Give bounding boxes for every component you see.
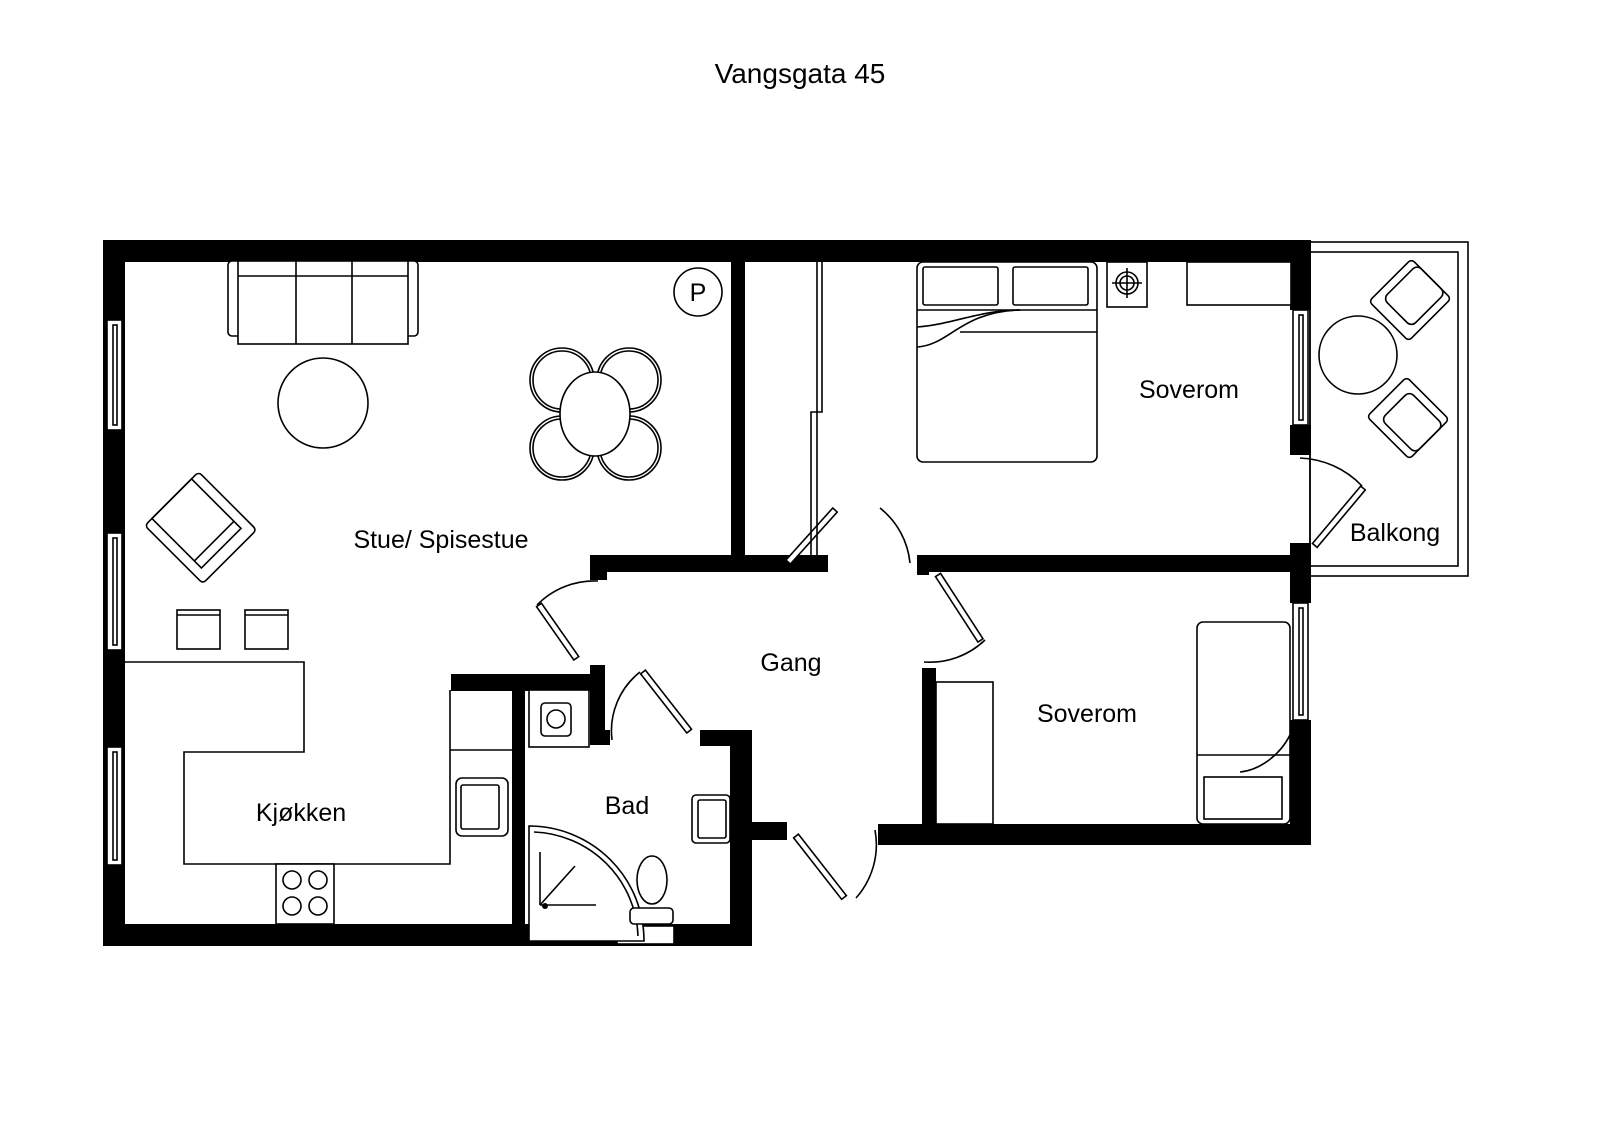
- room-label-stue: Stue/ Spisestue: [353, 526, 528, 554]
- nightstand-lamp: [1106, 261, 1148, 308]
- wardrobe: [810, 262, 823, 555]
- svg-text:P: P: [690, 279, 707, 307]
- coffee-table: [277, 357, 369, 449]
- windows-right: [1292, 309, 1309, 721]
- bar-stool: [176, 609, 221, 650]
- room-label-kjokken: Kjøkken: [256, 799, 346, 827]
- bar-stool: [244, 609, 289, 650]
- room-labels: Stue/ Spisestue Soverom Balkong Gang Sov…: [256, 376, 1440, 827]
- room-label-soverom-1: Soverom: [1139, 376, 1239, 404]
- parking-symbol: P: [673, 267, 723, 317]
- room-label-gang: Gang: [760, 649, 821, 677]
- doors: [535, 457, 1367, 901]
- single-bed: [1196, 621, 1291, 825]
- windows-left: [106, 319, 123, 866]
- double-bed: [916, 261, 1098, 463]
- balcony-furniture: [1318, 259, 1451, 459]
- room-label-soverom-2: Soverom: [1037, 700, 1137, 728]
- desk: [935, 681, 994, 825]
- bath-fixtures: [528, 689, 731, 942]
- plan-title: Vangsgata 45: [714, 58, 886, 89]
- room-label-balkong: Balkong: [1350, 519, 1440, 547]
- dining-table: [529, 347, 662, 481]
- dresser: [1186, 261, 1292, 306]
- room-label-bad: Bad: [605, 792, 649, 820]
- sofa: [227, 260, 419, 345]
- armchair: [145, 472, 256, 583]
- kitchen-counter: [125, 661, 512, 925]
